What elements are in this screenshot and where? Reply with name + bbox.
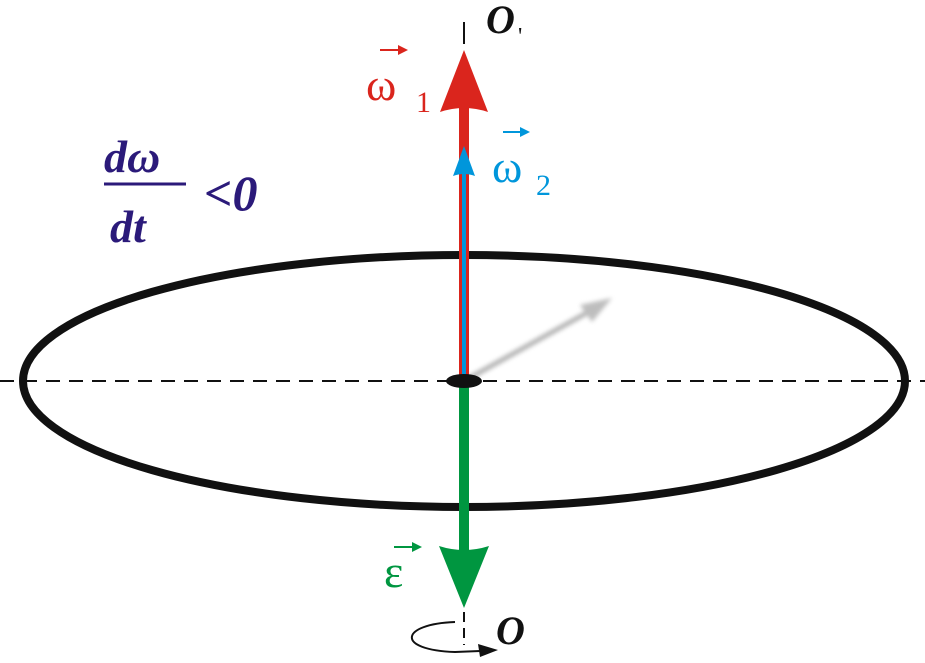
svg-text:ε: ε [384, 546, 403, 597]
angular-acceleration-formula: dω dt <0 [104, 131, 258, 252]
epsilon-vector-arrow [439, 381, 489, 608]
svg-text:dω: dω [104, 131, 160, 182]
omega1-label: ω 1 [366, 45, 431, 119]
axis-label-top-prime: ' [518, 24, 522, 50]
omega2-label: ω 2 [492, 127, 551, 202]
axis-label-bottom: O [496, 608, 525, 653]
omega2-vector-arrow [453, 146, 475, 381]
svg-text:2: 2 [536, 169, 551, 202]
svg-text:dt: dt [110, 201, 147, 252]
radius-vector-blurred [462, 298, 612, 384]
disk-center [446, 374, 482, 388]
svg-text:1: 1 [416, 86, 431, 119]
axis-label-top: O [486, 0, 515, 42]
epsilon-label: ε [384, 542, 422, 597]
rotation-direction-icon [410, 621, 498, 657]
svg-text:ω: ω [366, 59, 396, 110]
svg-text:<0: <0 [204, 165, 258, 221]
svg-text:ω: ω [492, 141, 522, 192]
